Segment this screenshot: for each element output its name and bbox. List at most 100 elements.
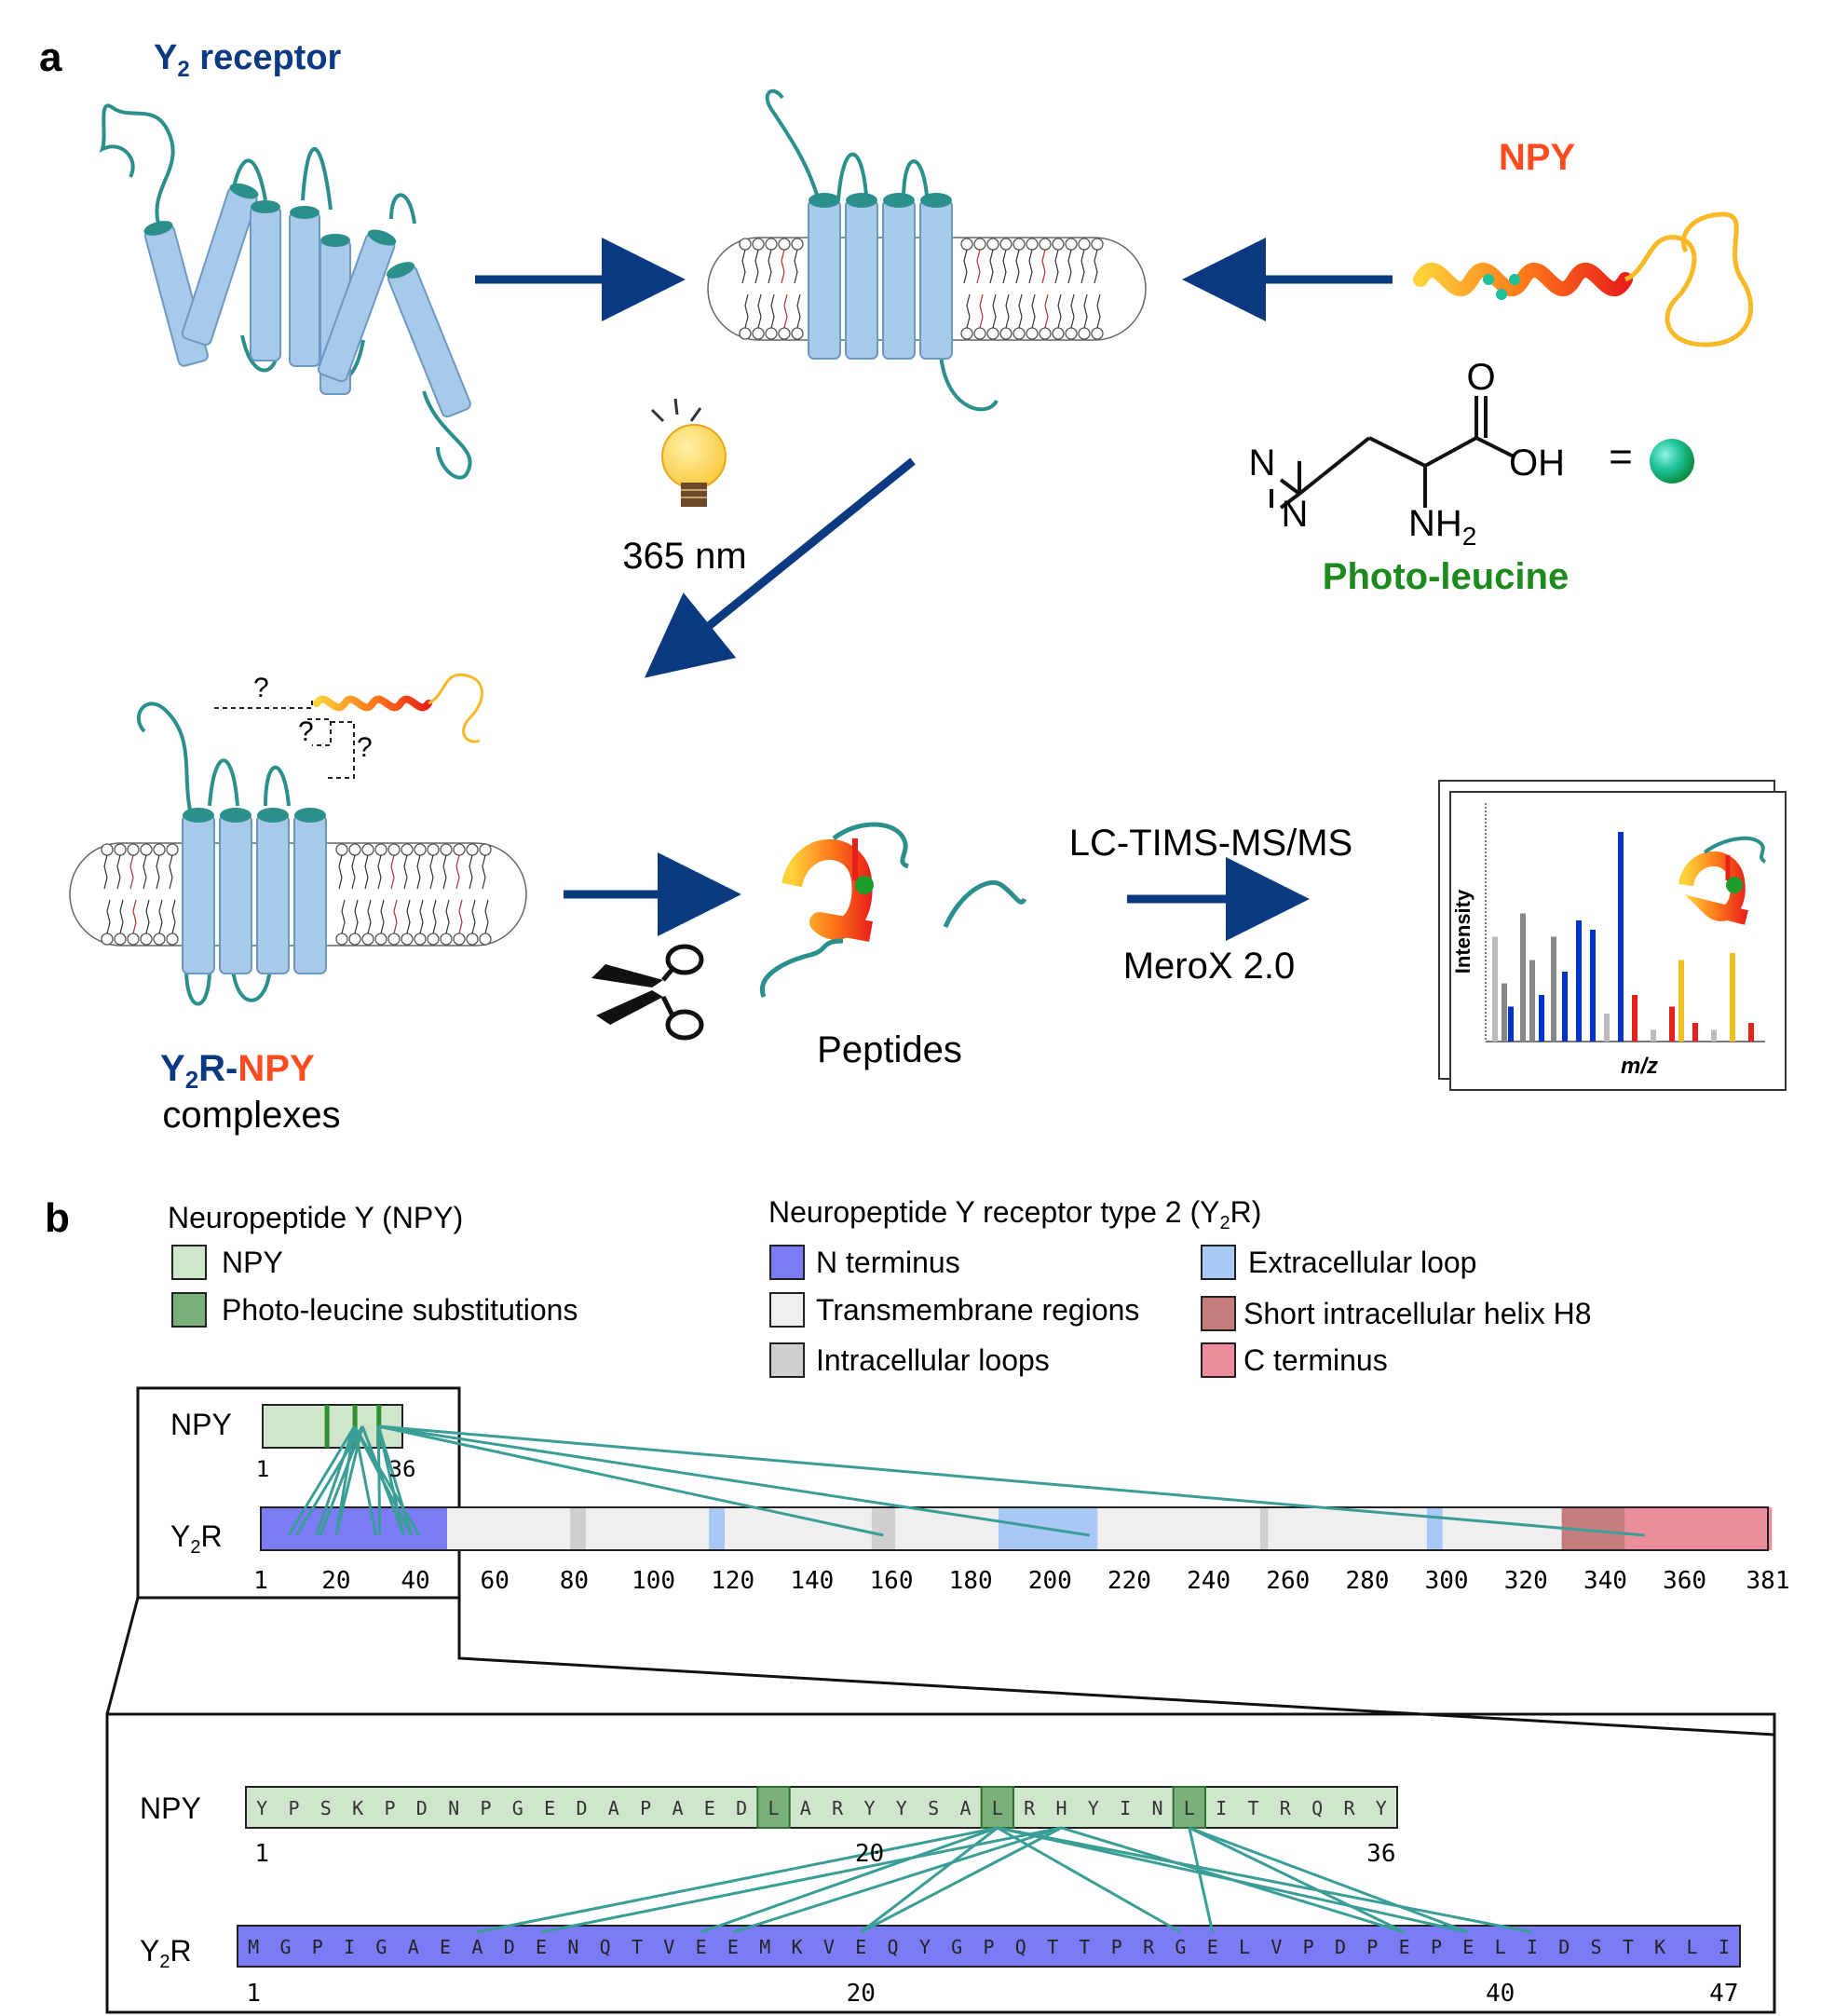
lipid-head <box>374 933 387 946</box>
npy-photoleucine-dot-1 <box>1483 274 1494 285</box>
detail-crosslink-line <box>700 1826 999 1934</box>
detail-y2r-residue: K <box>792 1936 803 1958</box>
y2r-legend-item-helix-h8: Short intracellular helix H8 <box>1201 1296 1592 1331</box>
detail-npy-residue: T <box>1247 1797 1258 1819</box>
npy-photoleucine-dot-3 <box>1509 274 1520 285</box>
lipid-head <box>453 933 466 946</box>
detail-npy-residue: L <box>992 1797 1003 1819</box>
lipid-head <box>1026 327 1039 340</box>
lipid-head <box>361 843 374 856</box>
detail-crosslink-line <box>1189 1826 1406 1934</box>
lipid-head <box>140 843 153 856</box>
overview-y2r-tick-label: 360 <box>1663 1567 1706 1595</box>
detail-y2r-track <box>237 1925 1741 1968</box>
peptide-crosslink-ball <box>855 876 874 894</box>
lipid-tail <box>1028 249 1033 284</box>
membrane-2-helices <box>182 808 327 974</box>
detail-npy-residue: R <box>1343 1797 1355 1819</box>
panel-a: a Y2 receptor <box>39 34 1787 1136</box>
npy-legend-item-npy: NPY <box>171 1245 283 1280</box>
lipid-tail <box>1044 293 1049 329</box>
lipid-tail <box>1018 293 1023 329</box>
detail-y2r-residue: G <box>1175 1936 1186 1958</box>
lipid-head <box>778 238 791 251</box>
complex-question-1: ? <box>253 673 269 703</box>
overview-y2r-tick-label: 220 <box>1108 1567 1151 1595</box>
spectrum-peak <box>1508 1006 1514 1042</box>
detail-y2r-residue: P <box>983 1936 994 1958</box>
lipid-tail <box>757 293 762 329</box>
overview-crosslink-line <box>378 1424 1091 1537</box>
overview-crosslink-line <box>376 1425 382 1536</box>
spectrum-peak <box>1551 936 1556 1042</box>
receptor-title-rest: receptor <box>190 38 342 77</box>
lipid-tail <box>781 249 785 284</box>
photoleucine-atom-nh2: NH2 <box>1408 503 1476 551</box>
lipid-tail <box>158 899 163 934</box>
overview-y2r-tick-label: 280 <box>1345 1567 1389 1595</box>
lipid-head <box>466 843 479 856</box>
lipid-tail <box>796 293 801 329</box>
overview-y2r-region <box>447 1507 571 1550</box>
npy-title: NPY <box>1499 137 1576 178</box>
lipid-tail <box>1015 249 1020 284</box>
detail-y2r-residue: A <box>408 1936 419 1958</box>
overview-crosslink-line <box>360 1425 405 1536</box>
lipid-tail <box>351 854 356 890</box>
spectrum-peaks <box>1492 832 1754 1042</box>
detail-y2r-residue: Q <box>888 1936 899 1958</box>
detail-y2r-residue: G <box>279 1936 291 1958</box>
npy-helix <box>1413 263 1633 296</box>
lipid-head <box>166 843 179 856</box>
lipid-tail <box>979 293 984 329</box>
detail-crosslink-line <box>732 1826 1062 1934</box>
spectrum-peak <box>1618 832 1624 1042</box>
spectrum-peak <box>1492 936 1498 1042</box>
lipid-head <box>114 843 127 856</box>
detail-crosslink-line <box>1061 1826 1406 1934</box>
detail-npy-residue: N <box>448 1797 459 1819</box>
lipid-tail <box>770 293 775 329</box>
overview-y2r-tick-label: 40 <box>401 1567 429 1595</box>
detail-y2r-residue: M <box>759 1936 770 1958</box>
lipid-head <box>479 933 492 946</box>
lipid-tail <box>106 899 111 934</box>
detail-y2r-track-label: Y2R <box>140 1934 192 1972</box>
overview-y2r-tick-label: 140 <box>790 1567 834 1595</box>
detail-y2r-residue: P <box>1431 1936 1442 1958</box>
photoleucine-equals: = <box>1609 434 1633 480</box>
overview-crosslink-line <box>376 1425 414 1536</box>
lipid-tail <box>458 899 463 934</box>
detail-photoleucine-cell <box>756 1786 791 1829</box>
detail-npy-residue: A <box>672 1797 683 1819</box>
spectrum-peak <box>1604 1014 1610 1042</box>
lipid-head <box>440 843 453 856</box>
lipid-tail <box>432 899 437 934</box>
spectrum-peptide-strand <box>1703 836 1767 864</box>
overview-y2r-region <box>709 1507 726 1550</box>
spectrum-peak <box>1562 972 1568 1042</box>
lipid-head <box>153 843 166 856</box>
lipid-tail <box>768 249 772 284</box>
peptides-label: Peptides <box>817 1029 962 1070</box>
lipid-head <box>778 327 791 340</box>
detail-crosslink-line <box>477 1826 999 1934</box>
lipid-tail <box>744 293 749 329</box>
lipid-tail <box>143 854 147 890</box>
overview-y2r-tick-label: 160 <box>870 1567 914 1595</box>
detail-npy-residue: Y <box>896 1797 907 1819</box>
lipid-tail <box>390 854 395 890</box>
detail-y2r-residue: E <box>536 1936 547 1958</box>
detail-npy-residue: A <box>800 1797 811 1819</box>
spectrum-peptide-ball <box>1726 877 1743 893</box>
receptor-illustration <box>99 103 472 480</box>
lipid-head <box>427 933 440 946</box>
lipid-head <box>973 327 986 340</box>
light-bulb-icon <box>650 398 727 507</box>
detail-npy-residue: E <box>544 1797 555 1819</box>
lipid-tail <box>116 854 121 890</box>
lipid-tail <box>455 854 460 890</box>
overview-y2r-region <box>586 1507 710 1550</box>
lipid-head <box>348 843 361 856</box>
